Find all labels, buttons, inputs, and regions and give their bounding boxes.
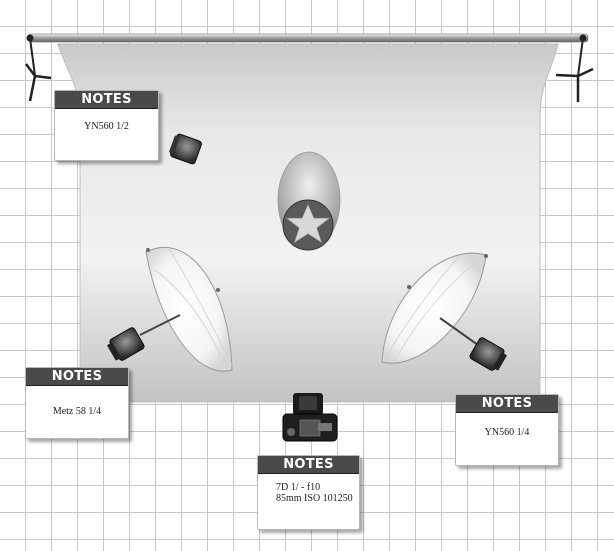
flash-head-icon <box>469 337 507 371</box>
flash-head-icon <box>107 327 145 361</box>
note-card-right: NOTES YN560 1/4 <box>455 394 559 466</box>
note-text: Metz 58 1/4 <box>52 406 102 417</box>
note-text: 7D 1/ - f10 <box>276 482 321 493</box>
note-header: NOTES <box>55 91 158 109</box>
note-text: 85mm ISO 101250 <box>276 493 353 504</box>
note-header: NOTES <box>26 368 128 386</box>
note-card-camera: NOTES 7D 1/ - f10 85mm ISO 101250 <box>257 455 360 530</box>
note-header: NOTES <box>456 395 558 413</box>
subject-star-icon <box>277 151 341 251</box>
note-card-left: NOTES Metz 58 1/4 <box>25 367 129 439</box>
note-card-top-left: NOTES YN560 1/2 <box>54 90 159 161</box>
backdrop-stand-icon <box>25 33 594 102</box>
note-text: YN560 1/2 <box>84 121 129 132</box>
camera-icon <box>282 393 338 442</box>
umbrella-icon <box>381 252 488 364</box>
note-header: NOTES <box>258 456 359 474</box>
flash-head-icon <box>169 133 202 165</box>
umbrella-icon <box>139 246 233 372</box>
note-text: YN560 1/4 <box>484 427 530 438</box>
